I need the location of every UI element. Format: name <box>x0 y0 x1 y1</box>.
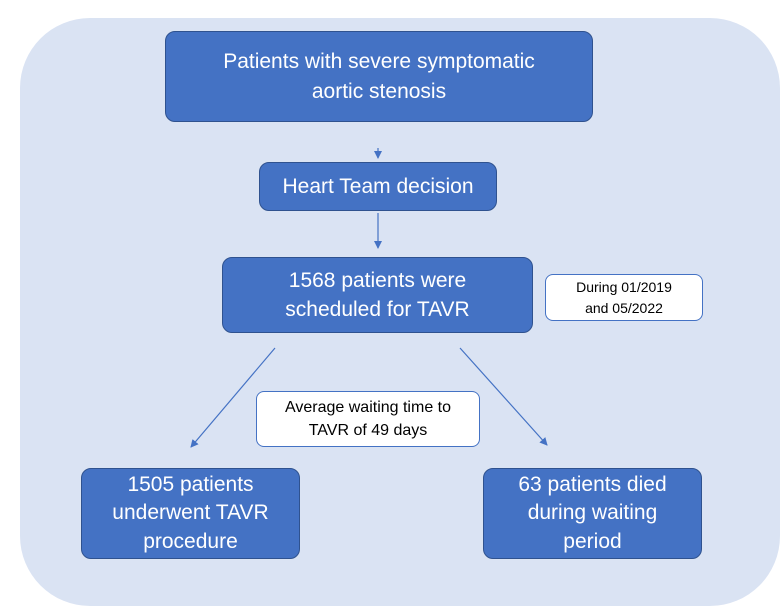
node-scheduled: 1568 patients were scheduled for TAVR <box>222 257 533 333</box>
node-died: 63 patients died during waiting period <box>483 468 702 559</box>
node-underwent: 1505 patients underwent TAVR procedure <box>81 468 300 559</box>
note-study-period-label: During 01/2019 and 05/2022 <box>576 279 672 316</box>
node-patients: Patients with severe symptomatic aortic … <box>165 31 593 122</box>
node-patients-label: Patients with severe symptomatic aortic … <box>223 50 535 103</box>
note-waiting-time: Average waiting time to TAVR of 49 days <box>256 391 480 447</box>
node-scheduled-label: 1568 patients were scheduled for TAVR <box>285 268 470 321</box>
node-heart-team-label: Heart Team decision <box>282 174 474 198</box>
node-died-label: 63 patients died during waiting period <box>518 472 667 553</box>
node-heart-team: Heart Team decision <box>259 162 497 211</box>
note-study-period: During 01/2019 and 05/2022 <box>545 274 703 321</box>
node-underwent-label: 1505 patients underwent TAVR procedure <box>112 472 269 553</box>
note-waiting-time-label: Average waiting time to TAVR of 49 days <box>284 398 451 439</box>
